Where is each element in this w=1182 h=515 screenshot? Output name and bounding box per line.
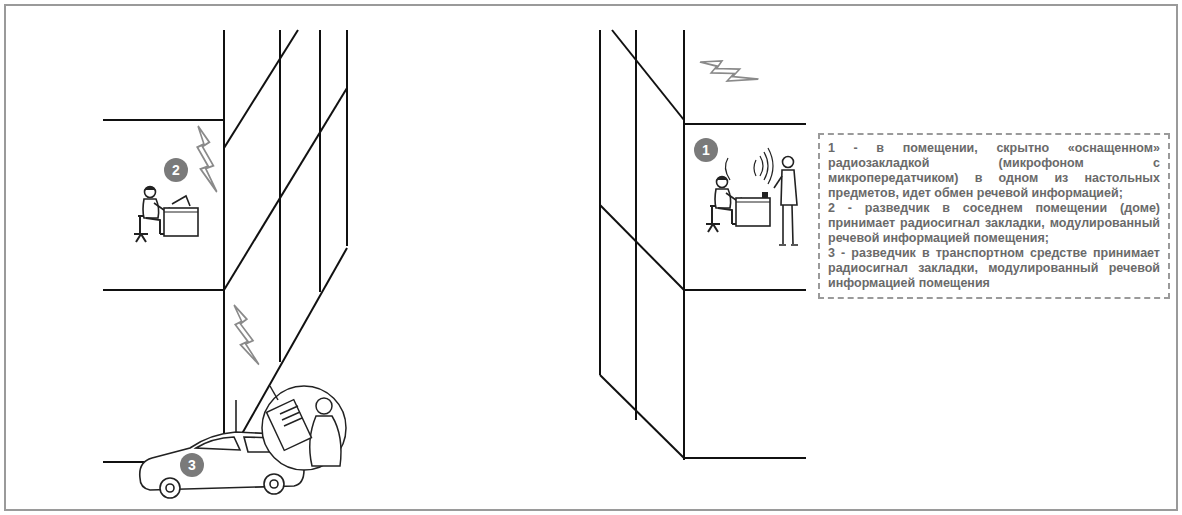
seated-speaker [706,177,770,233]
callout-text: 2 [172,163,180,177]
callout-number: 2 [164,158,188,182]
callout-number: 1 [694,138,718,162]
callout-text: 1 [702,143,710,157]
sound-waves [725,148,773,184]
receiver [172,196,190,206]
radio-signal [187,126,227,192]
right-building [600,30,806,460]
standing-speaker [774,157,798,246]
note-box: 1 - в помещении, скрытно «оснащенном» ра… [818,133,1170,299]
inset-spy [262,386,346,470]
bug-device [762,192,768,198]
spy-at-desk [134,187,198,243]
note-text: 1 - в помещении, скрытно «оснащенном» ра… [828,141,1160,201]
callout-text: 3 [188,458,196,472]
note-text: 3 - разведчик в транспортном средстве пр… [828,246,1160,291]
note-text: 2 - разведчик в соседнем помещении (доме… [828,201,1160,246]
frame [5,5,1177,510]
radio-signal [229,305,264,365]
callout-number: 3 [180,453,204,477]
radio-signal [700,41,758,100]
